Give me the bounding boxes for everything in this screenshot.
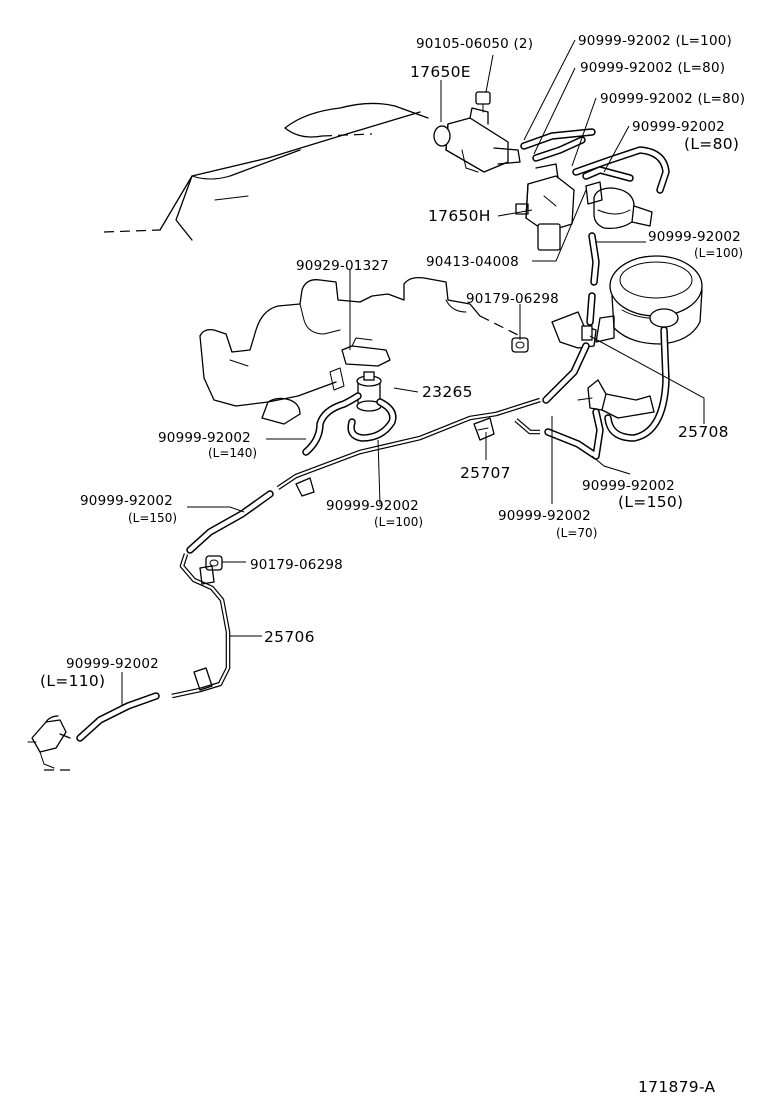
label-hose-left: 90999-92002 [158, 430, 251, 446]
label-hose-150-left-length: (L=150) [128, 511, 177, 525]
label-hose-150-left: 90999-92002 [80, 493, 173, 509]
label-hose-70: 90999-92002 [498, 508, 591, 524]
clamp-90929-01327 [329, 337, 391, 391]
label-hose-100-center: 90999-92002 [326, 498, 419, 514]
vacuum-hoses [76, 128, 670, 742]
label-hose-right-length: (L=100) [694, 246, 743, 260]
label-hose-top-4-length: (L=80) [684, 135, 739, 153]
label-hose-70-length: (L=70) [556, 526, 597, 540]
label-hose-top-4: 90999-92002 [632, 119, 725, 135]
label-25708: 25708 [678, 423, 729, 441]
label-25706: 25706 [264, 628, 315, 646]
label-17650h: 17650H [428, 207, 491, 225]
label-90179-06298-b: 90179-06298 [250, 557, 343, 573]
vsv-17650e [433, 91, 521, 173]
label-hose-right: 90999-92002 [648, 229, 741, 245]
bracket-25708 [551, 311, 597, 349]
vacuum-modulator [585, 181, 653, 230]
egr-pipe-fitting [577, 379, 655, 419]
label-hose-110: 90999-92002 [66, 656, 159, 672]
label-23265: 23265 [422, 383, 473, 401]
egr-valve [595, 255, 703, 345]
leader-lines [121, 39, 705, 706]
label-hose-110-length: (L=110) [40, 672, 105, 690]
label-90179-06298-a: 90179-06298 [466, 291, 559, 307]
figure-id: 171879-A [638, 1078, 716, 1096]
label-hose-150-right: 90999-92002 [582, 478, 675, 494]
bracket-25707 [473, 417, 495, 441]
label-90929-01327: 90929-01327 [296, 258, 389, 274]
label-hose-left-length: (L=140) [208, 446, 257, 460]
label-17650e: 17650E [410, 63, 471, 81]
label-25707: 25707 [460, 464, 511, 482]
booster-fitting [27, 715, 72, 771]
vsv-17650h [515, 163, 575, 251]
label-90105-06050: 90105-06050 (2) [416, 36, 533, 52]
vacuum-pipe-25706 [171, 397, 541, 699]
label-hose-top-2: 90999-92002 (L=80) [580, 60, 725, 76]
intake-manifold-outline [199, 276, 521, 425]
label-hose-150-right-length: (L=150) [618, 493, 683, 511]
label-hose-100-center-length: (L=100) [374, 515, 423, 529]
label-hose-top-3: 90999-92002 (L=80) [600, 91, 745, 107]
label-hose-top-1: 90999-92002 (L=100) [578, 33, 732, 49]
part-labels: 90105-06050 (2) 17650E 90999-92002 (L=10… [40, 33, 745, 1096]
engine-outline [103, 102, 429, 241]
grommet-b [205, 555, 223, 571]
filter-23265 [356, 371, 382, 412]
grommet-a [511, 337, 529, 353]
label-90413-04008: 90413-04008 [426, 254, 519, 270]
